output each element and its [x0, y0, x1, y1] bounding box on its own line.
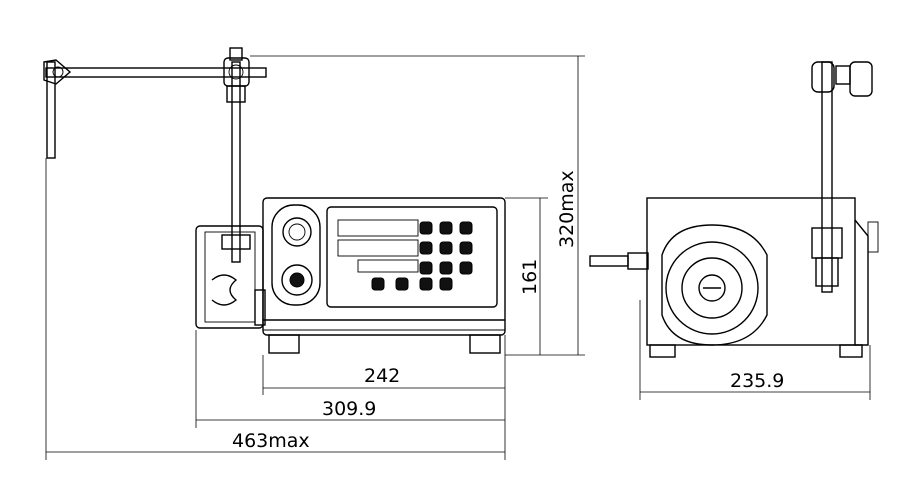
- dim-309-9: 309.9: [322, 398, 376, 420]
- front-stand: [43, 47, 267, 263]
- dim-320max: 320max: [556, 170, 578, 248]
- dim-235-9: 235.9: [730, 370, 784, 392]
- dimension-lines: [45, 55, 871, 460]
- dim-161: 161: [519, 259, 541, 295]
- dim-242: 242: [364, 365, 400, 387]
- dim-463max: 463max: [232, 430, 310, 452]
- front-body: [262, 197, 506, 354]
- side-view: [589, 61, 879, 358]
- front-view: [43, 47, 506, 354]
- front-pump-head: [195, 225, 266, 329]
